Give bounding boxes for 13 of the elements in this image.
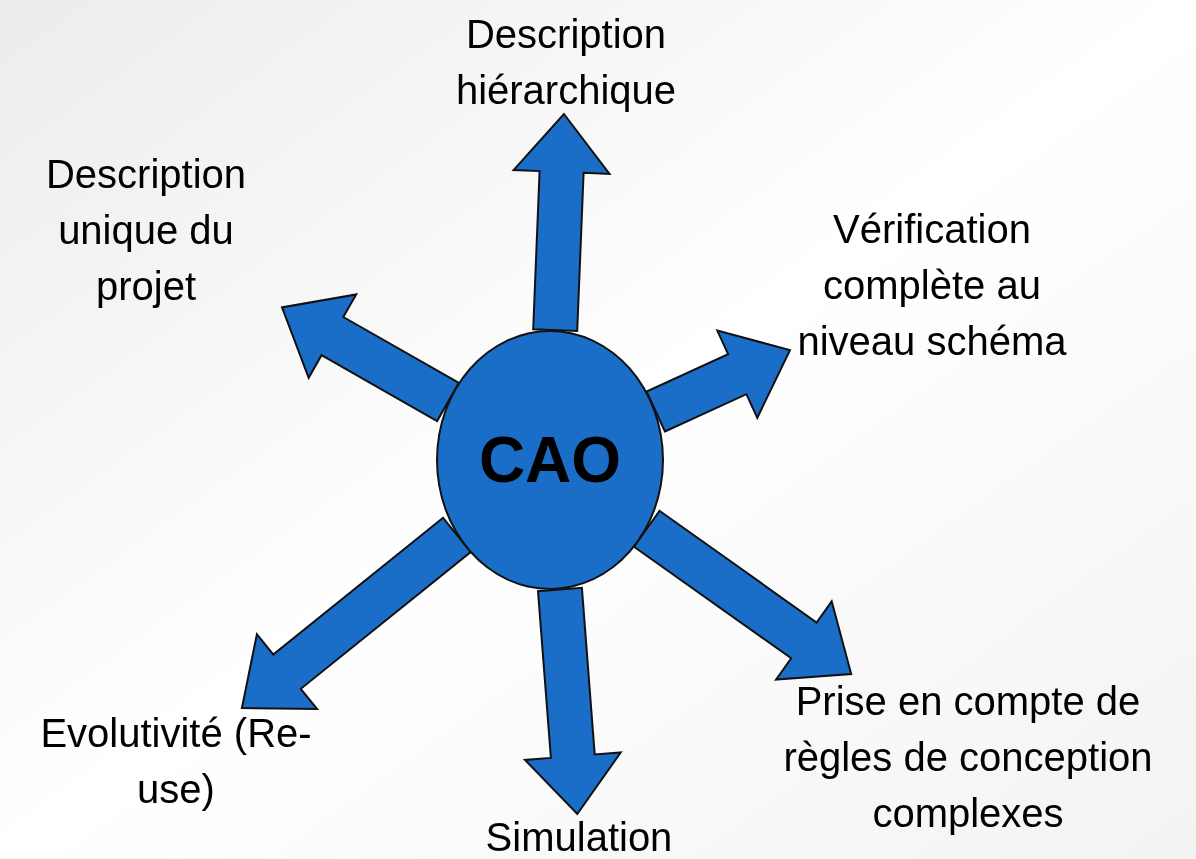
feature-label: Simulation [485,813,673,859]
block-arrow [511,112,612,333]
block-arrow [280,293,461,423]
feature-label: Evolutivité (Re-use) [39,710,313,813]
feature-label: Description hiérarchique [454,11,678,114]
block-arrow [240,516,473,711]
feature-label: Description unique du projet [44,151,248,310]
block-arrow [522,586,623,816]
feature-label: Prise en compte de règles de conception complexes [782,678,1154,837]
node-label: CAO [478,428,622,492]
block-arrow [632,509,853,681]
block-arrow [645,329,792,433]
feature-label: Vérification complète au niveau schéma [796,206,1068,365]
